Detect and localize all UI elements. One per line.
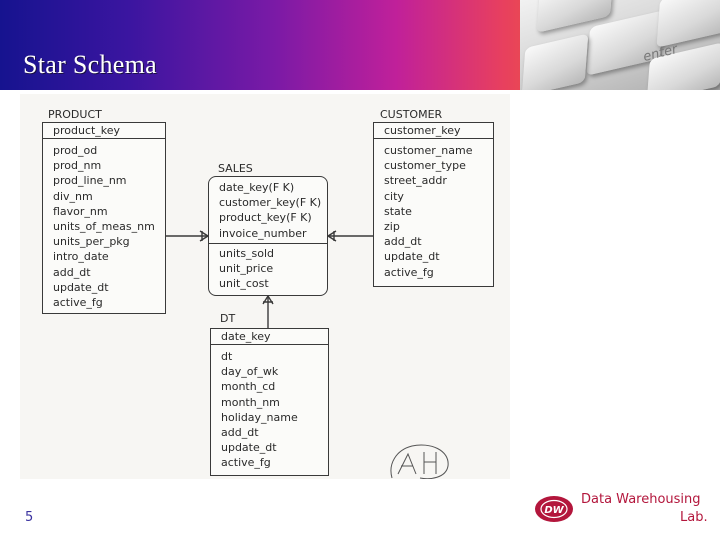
- lab-name-line1: Data Warehousing: [581, 492, 701, 507]
- keyboard-key: [656, 0, 720, 48]
- customer-field: state: [384, 204, 412, 218]
- sales-key-field: product_key(F K): [219, 211, 312, 225]
- dt-field: holiday_name: [221, 410, 298, 424]
- product-field: units_per_pkg: [53, 235, 130, 249]
- keyboard-key: [521, 33, 589, 90]
- customer-field: zip: [384, 220, 400, 234]
- product-table: product_key prod_od prod_nm prod_line_nm…: [42, 122, 166, 314]
- page-number: 5: [25, 510, 34, 525]
- customer-table-title: CUSTOMER: [380, 108, 443, 121]
- dt-table: date_key dt day_of_wk month_cd month_nm …: [210, 328, 329, 476]
- sales-field: unit_cost: [219, 277, 269, 291]
- product-sales-crowfoot: [199, 230, 209, 242]
- customer-field: active_fg: [384, 265, 434, 279]
- sales-table: date_key(F K) customer_key(F K) product_…: [208, 176, 328, 296]
- product-field: add_dt: [53, 265, 91, 279]
- sales-dt-crowfoot: [262, 295, 274, 305]
- sales-table-title: SALES: [218, 162, 253, 175]
- sales-key-field: date_key(F K): [219, 181, 295, 194]
- product-field: div_nm: [53, 189, 93, 203]
- customer-field: customer_type: [384, 159, 466, 173]
- dt-field: update_dt: [221, 441, 277, 455]
- customer-field: update_dt: [384, 250, 440, 264]
- dw-logo-icon: DW: [535, 496, 573, 522]
- lab-name-line2: Lab.: [680, 510, 708, 525]
- customer-field: street_addr: [384, 174, 447, 188]
- dt-field: month_cd: [221, 380, 276, 394]
- product-field: flavor_nm: [53, 204, 108, 218]
- dt-table-title: DT: [220, 312, 236, 325]
- product-field: prod_line_nm: [53, 174, 127, 188]
- product-field: intro_date: [53, 250, 109, 264]
- customer-field: city: [384, 189, 404, 203]
- keyboard-image: [520, 0, 720, 90]
- dt-field: active_fg: [221, 456, 271, 470]
- customer-key-field: customer_key: [374, 123, 493, 139]
- product-field: update_dt: [53, 280, 109, 294]
- product-field: active_fg: [53, 296, 103, 310]
- product-field: prod_od: [53, 144, 98, 157]
- customer-field: customer_name: [384, 144, 473, 157]
- dt-field: day_of_wk: [221, 365, 279, 379]
- dt-field: dt: [221, 350, 233, 363]
- product-table-title: PRODUCT: [48, 108, 102, 121]
- product-field: units_of_meas_nm: [53, 220, 155, 234]
- customer-table: customer_key customer_name customer_type…: [373, 122, 494, 287]
- dt-key-field: date_key: [211, 329, 328, 345]
- product-key-field: product_key: [43, 123, 165, 139]
- dt-field: month_nm: [221, 395, 280, 409]
- logo-text: DW: [544, 505, 564, 516]
- relationship-lines: [166, 230, 449, 479]
- sales-key-field: invoice_number: [219, 226, 307, 240]
- sales-field: units_sold: [219, 246, 275, 260]
- sales-keys: date_key(F K) customer_key(F K) product_…: [209, 177, 327, 244]
- sales-field: unit_price: [219, 262, 274, 276]
- sales-customer-crowfoot: [327, 230, 337, 242]
- product-field: prod_nm: [53, 159, 102, 173]
- customer-field: add_dt: [384, 235, 422, 249]
- star-schema-diagram: PRODUCT product_key prod_od prod_nm prod…: [20, 94, 510, 479]
- dt-field: add_dt: [221, 426, 259, 440]
- slide-title: Star Schema: [23, 50, 157, 79]
- handwriting-scribble: [390, 444, 449, 479]
- sales-key-field: customer_key(F K): [219, 196, 322, 210]
